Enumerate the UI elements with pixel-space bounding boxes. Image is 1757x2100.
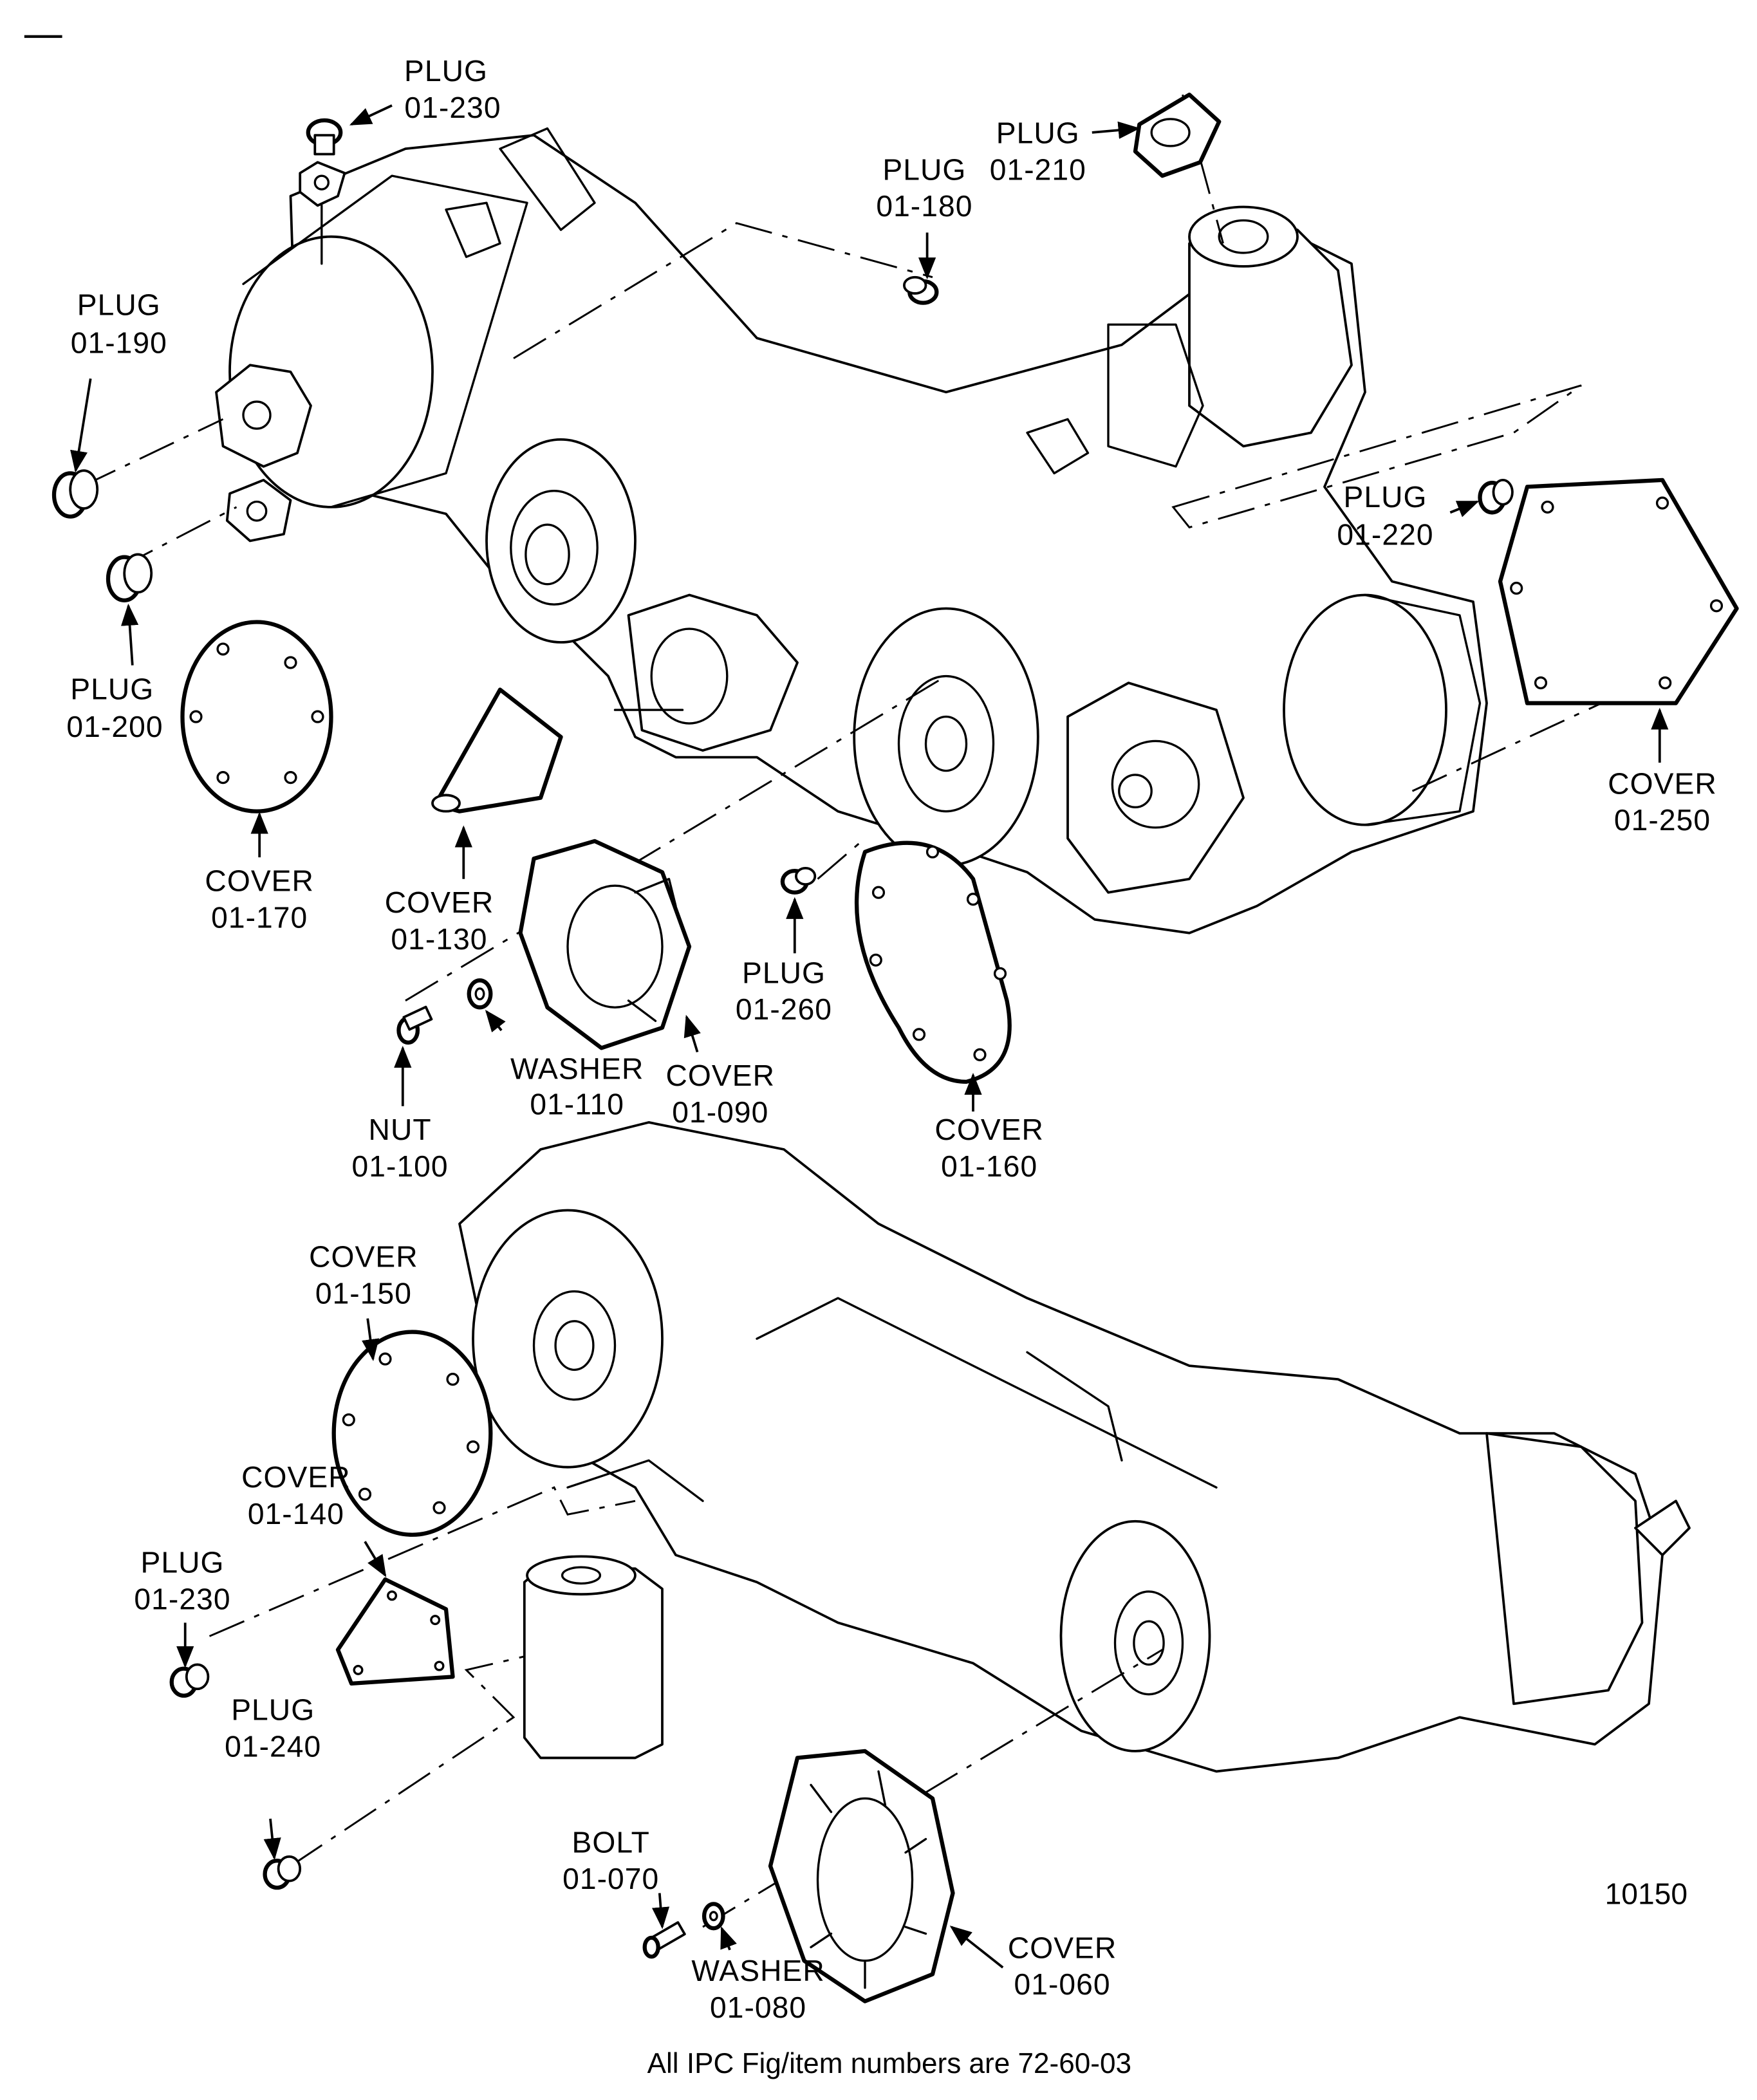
callout-washer-01-080: WASHER 01-080	[691, 1954, 824, 2024]
callout-part: PLUG	[70, 672, 154, 705]
callout-item: 01-250	[1614, 803, 1711, 837]
callout-part: BOLT	[572, 1825, 649, 1859]
callout-item: 01-140	[248, 1497, 344, 1530]
callout-part: NUT	[369, 1113, 432, 1146]
plug-01-220-part	[1478, 478, 1514, 515]
callout-part: PLUG	[1344, 480, 1427, 514]
cover-01-150-part	[331, 1330, 493, 1537]
callout-cover-01-150: COVER 01-150	[309, 1240, 418, 1310]
callout-item: 01-090	[672, 1095, 768, 1129]
callout-plug-01-220: PLUG 01-220	[1337, 480, 1433, 552]
callout-item: 01-100	[352, 1149, 449, 1183]
callout-part: PLUG	[77, 288, 161, 322]
plug-01-190-part	[51, 469, 99, 519]
plug-01-180-part	[903, 275, 939, 305]
callout-item: 01-220	[1337, 518, 1433, 552]
callout-part: COVER	[385, 886, 494, 919]
callout-part: PLUG	[231, 1693, 315, 1727]
callout-item: 01-150	[315, 1276, 412, 1310]
plug-01-200-part	[106, 553, 153, 603]
callout-part: COVER	[205, 864, 314, 898]
callout-cover-01-250: COVER 01-250	[1608, 767, 1717, 837]
callout-plug-01-200: PLUG 01-200	[66, 672, 163, 743]
figure-caption: All IPC Fig/item numbers are 72-60-03	[647, 2048, 1131, 2079]
washer-01-110-part	[467, 978, 493, 1010]
callout-item: 01-260	[736, 992, 832, 1026]
callout-plug-01-260: PLUG 01-260	[736, 956, 832, 1026]
callout-plug-01-180: PLUG 01-180	[876, 153, 972, 223]
plug-01-230-bottom-part	[169, 1663, 210, 1698]
nut-01-100-part	[396, 1005, 433, 1045]
callout-part: COVER	[309, 1240, 418, 1274]
callout-cover-01-060: COVER 01-060	[1008, 1931, 1117, 2001]
cover-01-170-part	[180, 620, 333, 813]
callout-item: 01-080	[710, 1991, 806, 2024]
callout-plug-01-240: PLUG 01-240	[225, 1693, 321, 1763]
callout-item: 01-130	[391, 922, 487, 956]
callout-part: PLUG	[404, 54, 488, 88]
callout-plug-01-210: PLUG 01-210	[990, 116, 1086, 187]
callout-part: PLUG	[882, 153, 966, 186]
callout-bolt-01-070: BOLT 01-070	[562, 1825, 659, 1895]
callout-item: 01-110	[530, 1087, 624, 1120]
plug-01-210-part	[1133, 92, 1222, 178]
callout-item: 01-190	[71, 326, 167, 359]
callout-part: WASHER	[510, 1052, 644, 1086]
callout-cover-01-130: COVER 01-130	[385, 886, 494, 956]
callout-item: 01-160	[941, 1149, 1037, 1183]
callout-item: 01-230	[134, 1582, 230, 1615]
cover-01-130-part	[431, 687, 563, 813]
callout-part: COVER	[241, 1460, 351, 1494]
callout-part: COVER	[934, 1113, 1044, 1146]
callout-item: 01-240	[225, 1729, 321, 1763]
callout-cover-01-160: COVER 01-160	[934, 1113, 1044, 1183]
callout-plug-01-230-top: PLUG 01-230	[404, 54, 501, 124]
washer-01-080-part	[702, 1902, 725, 1931]
cover-01-090-part	[518, 839, 692, 1050]
plug-01-230-top-part	[306, 118, 343, 156]
bolt-01-070-part	[642, 1921, 686, 1959]
callout-part: COVER	[1608, 767, 1717, 800]
cover-01-160-part	[855, 841, 1012, 1084]
callout-part: COVER	[1008, 1931, 1117, 1964]
callout-plug-01-230-bottom: PLUG 01-230	[134, 1546, 230, 1616]
callout-cover-01-170: COVER 01-170	[205, 864, 314, 934]
callout-part: PLUG	[742, 956, 826, 989]
callout-item: 01-210	[990, 153, 1086, 186]
callout-part: PLUG	[996, 116, 1080, 150]
leader-arrows	[70, 104, 1669, 1969]
figure-number: 10150	[1605, 1877, 1687, 1910]
callout-item: 01-230	[404, 91, 501, 124]
callout-item: 01-170	[211, 900, 308, 934]
upper-gearbox-assembly	[80, 94, 1603, 1002]
plug-01-240-part	[263, 1855, 302, 1890]
callout-washer-01-110: WASHER 01-110	[510, 1052, 644, 1121]
callout-item: 01-200	[66, 710, 163, 743]
cover-01-250-part	[1498, 478, 1739, 705]
cover-01-140-part	[335, 1577, 455, 1686]
callout-nut-01-100: NUT 01-100	[352, 1113, 449, 1183]
plug-01-260-part	[780, 867, 817, 895]
callout-part: COVER	[666, 1059, 776, 1092]
cover-01-060-part	[768, 1749, 955, 2003]
callout-part: WASHER	[691, 1954, 824, 1987]
callout-cover-01-090: COVER 01-090	[666, 1059, 776, 1129]
callout-cover-01-140: COVER 01-140	[241, 1460, 351, 1530]
callout-part: PLUG	[141, 1546, 225, 1579]
callout-item: 01-070	[562, 1862, 659, 1895]
callout-item: 01-060	[1014, 1967, 1111, 2001]
lower-gearbox-assembly	[209, 1121, 1691, 1928]
callout-plug-01-190: PLUG 01-190	[71, 288, 167, 360]
callout-item: 01-180	[876, 189, 972, 223]
